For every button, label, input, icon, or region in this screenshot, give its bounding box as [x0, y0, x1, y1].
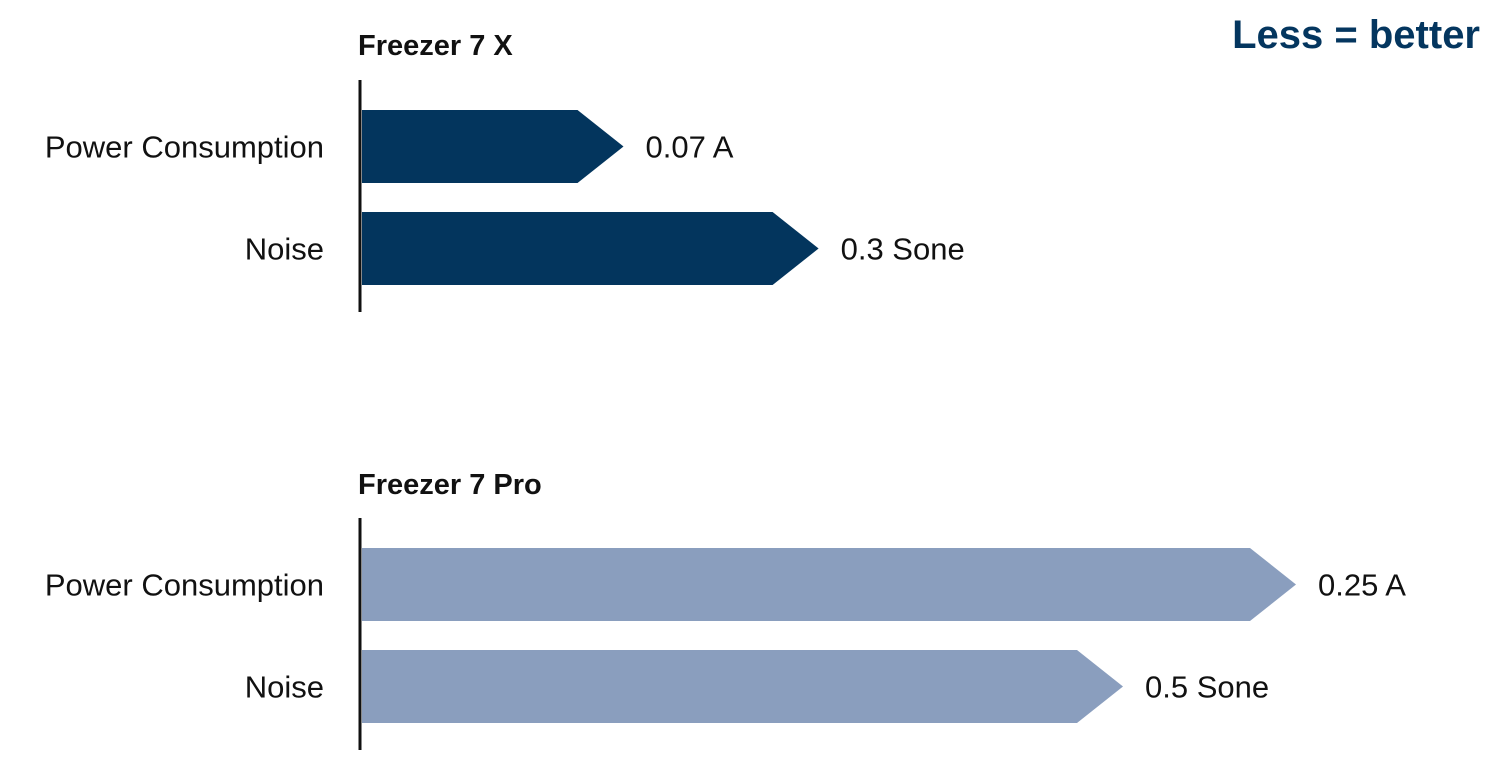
bar-power-consumption	[362, 548, 1296, 621]
category-label: Power Consumption	[45, 568, 324, 603]
category-label: Power Consumption	[45, 130, 324, 165]
value-label: 0.5 Sone	[1145, 670, 1269, 705]
bar-noise	[362, 212, 819, 285]
value-label: 0.07 A	[646, 130, 734, 165]
category-label: Noise	[245, 232, 324, 267]
value-label: 0.25 A	[1318, 568, 1406, 603]
bar-power-consumption	[362, 110, 624, 183]
group-freezer-7-x: Freezer 7 X Power Consumption 0.07 A Noise 0…	[45, 30, 965, 312]
category-label: Noise	[245, 670, 324, 705]
chart-groups: Freezer 7 X Power Consumption 0.07 A Noise 0…	[45, 30, 1406, 750]
group-title: Freezer 7 Pro	[358, 469, 542, 501]
group-title: Freezer 7 X	[358, 30, 513, 62]
value-label: 0.3 Sone	[841, 232, 965, 267]
chart-note: Less = better	[1232, 13, 1480, 57]
bar-noise	[362, 650, 1123, 723]
